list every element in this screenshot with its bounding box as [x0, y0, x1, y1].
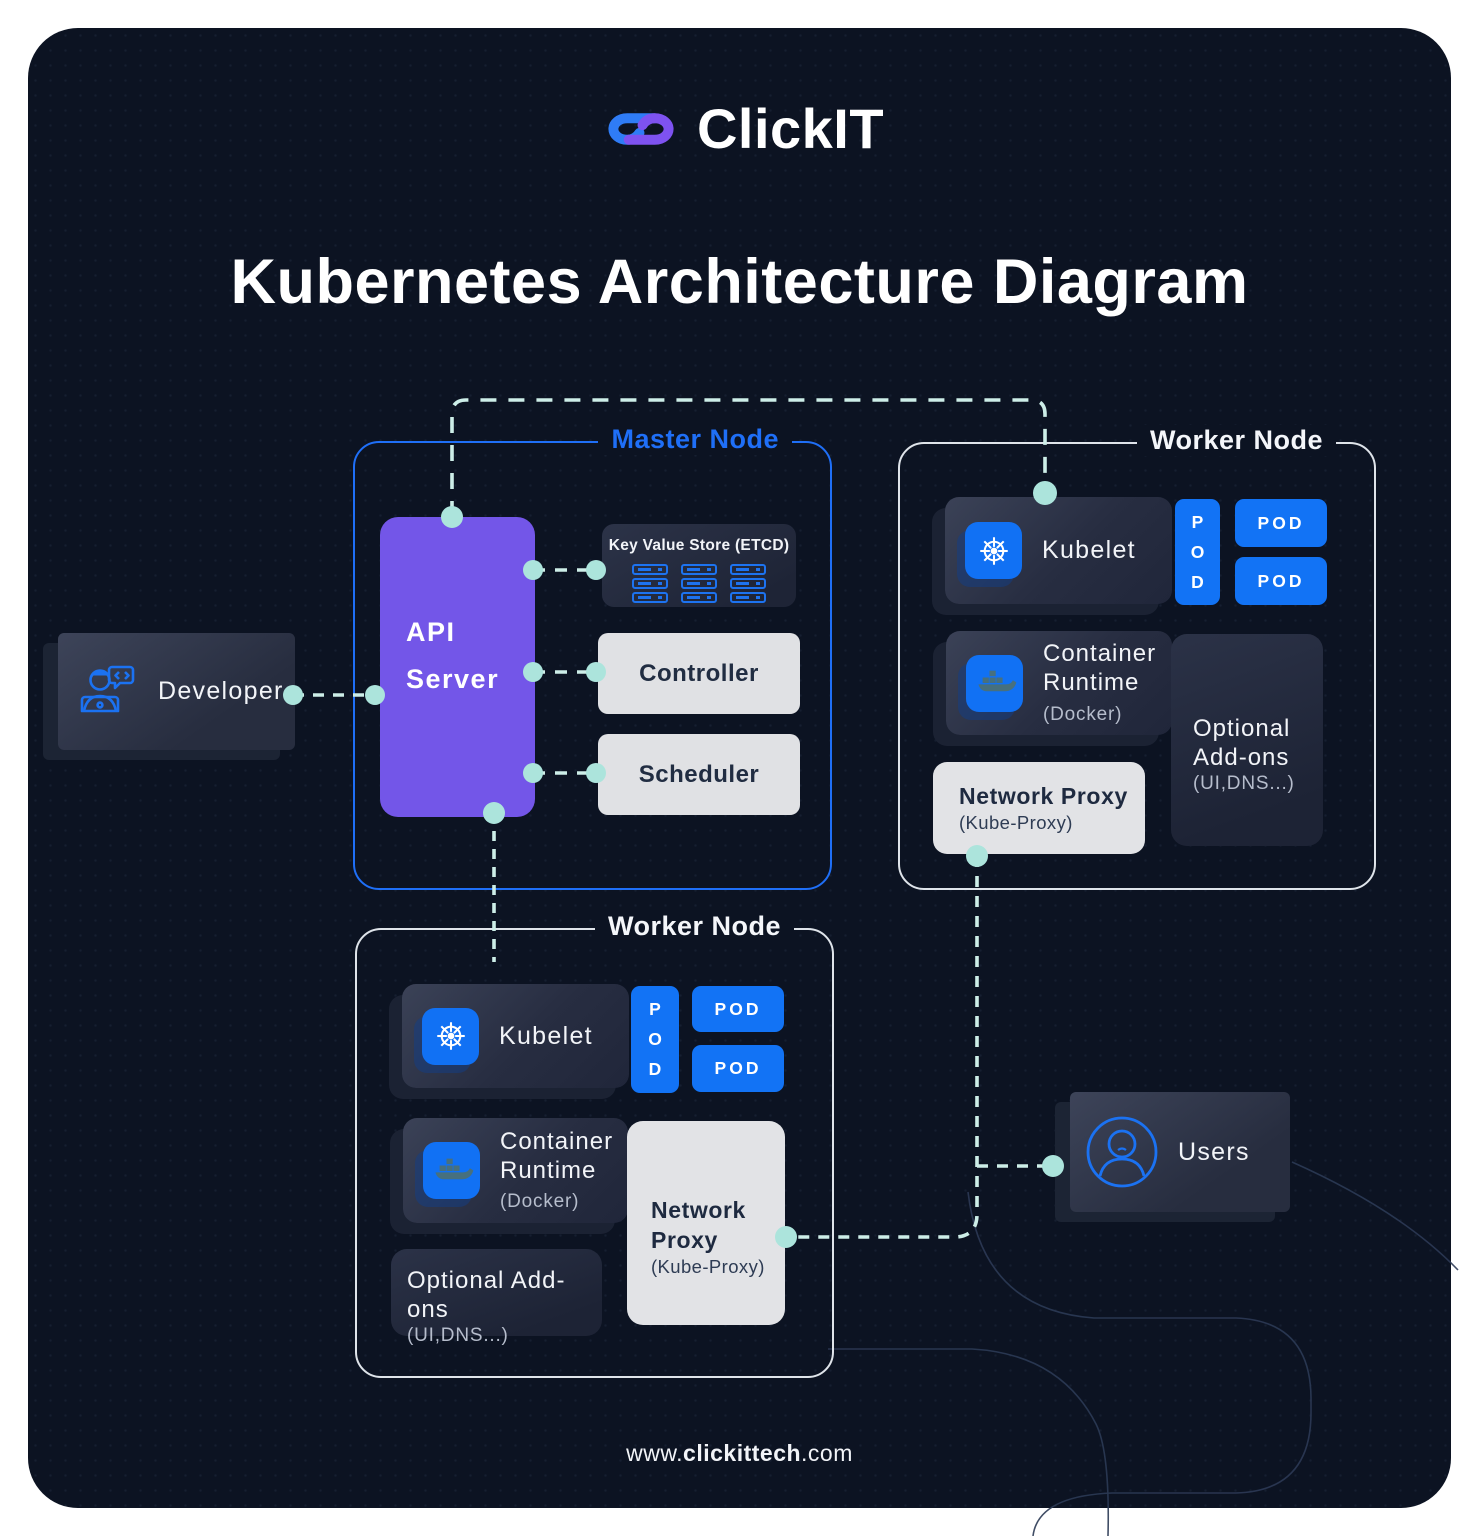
page-title: Kubernetes Architecture Diagram — [230, 247, 1249, 317]
etcd-server-grid — [602, 564, 796, 603]
brand-name: ClickIT — [696, 97, 885, 160]
worker-node-right-box: Worker Node Kubelet P O D — [898, 425, 1376, 890]
optional-addons-card: Optional Add-ons (UI,DNS...) — [1171, 634, 1323, 846]
controller-box: Controller — [598, 633, 800, 714]
server-icon — [730, 578, 766, 589]
server-icon — [632, 578, 668, 589]
clickit-logo-icon — [595, 99, 687, 159]
container-runtime-label: Container Runtime (Docker) — [500, 1127, 614, 1213]
docker-whale-icon — [966, 654, 1023, 712]
server-icon — [681, 578, 717, 589]
api-server-box: API Server — [380, 517, 535, 817]
worker-node-bottom-label: Worker Node — [594, 911, 794, 942]
docker-whale-icon — [423, 1142, 480, 1199]
worker-node-bottom-box: Worker Node Kubelet P O D — [355, 911, 834, 1378]
brand-logo: ClickIT — [0, 96, 1479, 161]
master-node-box: Master Node API Server Key Value Store (… — [353, 424, 832, 890]
network-proxy-card: Network Proxy (Kube-Proxy) — [933, 762, 1145, 854]
kubelet-label: Kubelet — [1042, 536, 1136, 564]
pod-box-vertical: P O D — [631, 986, 679, 1093]
etcd-box: Key Value Store (ETCD) — [602, 524, 796, 607]
docker-sublabel: (Docker) — [500, 1191, 580, 1213]
server-icon — [730, 592, 766, 603]
docker-sublabel: (Docker) — [1043, 703, 1123, 725]
worker-node-right-label: Worker Node — [1136, 425, 1336, 456]
developer-icon — [74, 659, 140, 725]
server-icon — [681, 564, 717, 575]
kubernetes-helm-icon — [965, 522, 1022, 579]
api-server-label: API Server — [406, 616, 500, 694]
container-runtime-card: Container Runtime (Docker) — [403, 1118, 628, 1223]
users-card: Users — [1070, 1092, 1290, 1212]
developer-label: Developer — [158, 677, 284, 705]
network-proxy-card: Network Proxy (Kube-Proxy) — [627, 1121, 785, 1325]
container-runtime-card: Container Runtime (Docker) — [946, 631, 1172, 735]
master-node-label: Master Node — [598, 424, 792, 455]
kubelet-card: Kubelet — [945, 497, 1172, 604]
pod-box: POD — [692, 1045, 784, 1092]
pod-box: POD — [692, 986, 784, 1032]
users-icon — [1084, 1114, 1160, 1190]
pod-box-vertical: P O D — [1175, 499, 1220, 605]
pod-box: POD — [1235, 557, 1327, 605]
server-icon — [632, 564, 668, 575]
kubernetes-helm-icon — [422, 1007, 479, 1065]
container-runtime-label: Container Runtime (Docker) — [1043, 640, 1157, 725]
server-icon — [681, 592, 717, 603]
server-icon — [730, 564, 766, 575]
kubelet-card: Kubelet — [402, 984, 629, 1088]
pod-box: POD — [1235, 499, 1327, 547]
developer-card: Developer — [58, 633, 295, 750]
server-icon — [632, 592, 668, 603]
kubelet-label: Kubelet — [499, 1021, 593, 1050]
etcd-title: Key Value Store (ETCD) — [608, 537, 790, 554]
scheduler-box: Scheduler — [598, 734, 800, 815]
optional-addons-card: Optional Add-ons (UI,DNS...) — [391, 1249, 602, 1346]
users-label: Users — [1178, 1137, 1250, 1166]
website-url: www.clickittech.com — [626, 1440, 853, 1466]
